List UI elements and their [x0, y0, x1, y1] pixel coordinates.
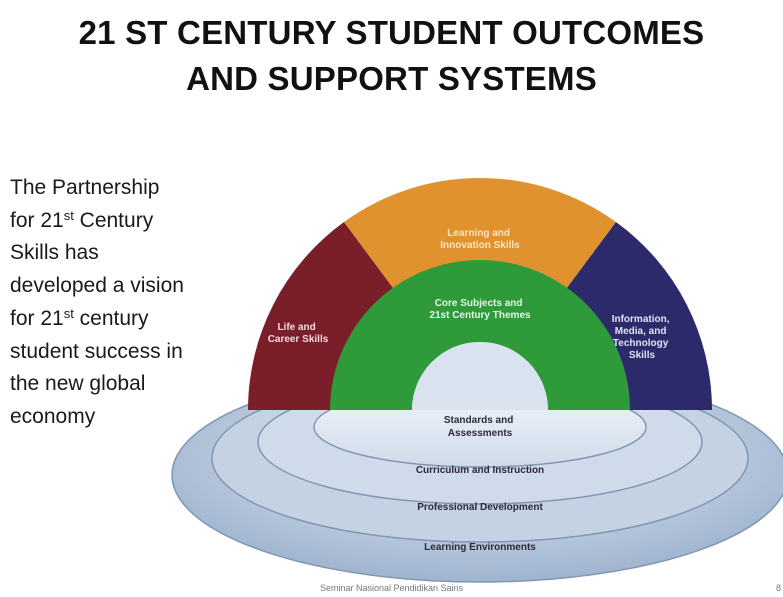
page-number: 8 — [775, 583, 781, 593]
footer-text: Seminar Nasional Pendidikan Sains — [319, 583, 464, 593]
description-line: developed a vision — [10, 274, 184, 298]
label-life-career: Life and Career Skills — [268, 322, 329, 345]
description-line: economy — [10, 404, 96, 428]
label-curriculum-instruction: Curriculum and Instruction — [416, 465, 544, 476]
label-learning-innovation: Learning and Innovation Skills — [440, 228, 520, 251]
description-line: student success in — [10, 339, 183, 363]
support-rings — [171, 367, 783, 583]
inner-arch — [412, 342, 548, 410]
label-professional-development: Professional Development — [417, 502, 543, 513]
title-line-2: AND SUPPORT SYSTEMS — [186, 60, 597, 97]
description-line: The Partnership — [10, 176, 160, 199]
segment-core-subjects — [330, 260, 630, 410]
label-core-subjects: Core Subjects and 21st Century Themes — [429, 298, 531, 321]
description-line: the new global — [10, 372, 146, 396]
title-line-1: 21 ST CENTURY STUDENT OUTCOMES — [78, 14, 705, 51]
label-standards-assessments: Standards and Assessments — [444, 415, 516, 439]
outcome-rainbow — [248, 177, 713, 410]
segment-life-career — [248, 222, 405, 410]
slide-title: 21 ST CENTURY STUDENT OUTCOMES AND SUPPO… — [0, 10, 783, 102]
description-line: Skills has — [10, 241, 99, 265]
label-information-media: Information, Media, and Technology Skill… — [612, 314, 673, 361]
label-learning-environments: Learning Environments — [424, 542, 536, 553]
description-line: for 21st century — [10, 305, 149, 330]
description-line: for 21st Century — [10, 207, 154, 232]
segment-learning-innovation — [344, 177, 616, 304]
segment-information-media — [555, 222, 713, 410]
description-text: The Partnership for 21st Century Skills … — [10, 172, 250, 434]
